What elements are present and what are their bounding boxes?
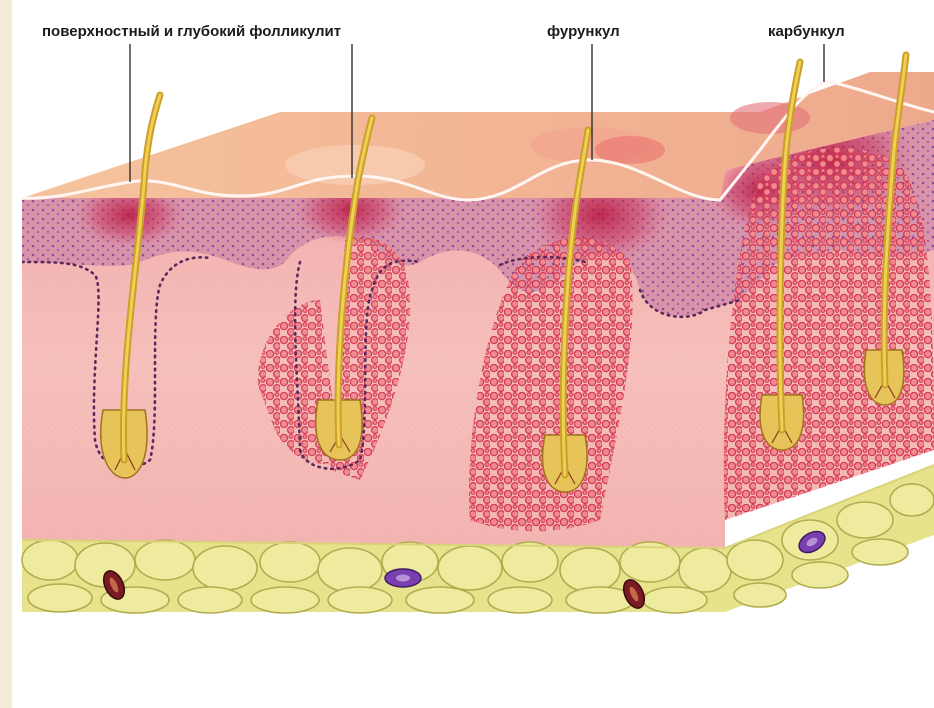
- label-folliculitis: поверхностный и глубокий фолликулит: [42, 23, 341, 40]
- surface-redness: [730, 102, 810, 134]
- page-margin-strip: [0, 0, 12, 708]
- label-carbuncle: карбункул: [768, 23, 845, 40]
- label-furuncle: фурункул: [547, 23, 620, 40]
